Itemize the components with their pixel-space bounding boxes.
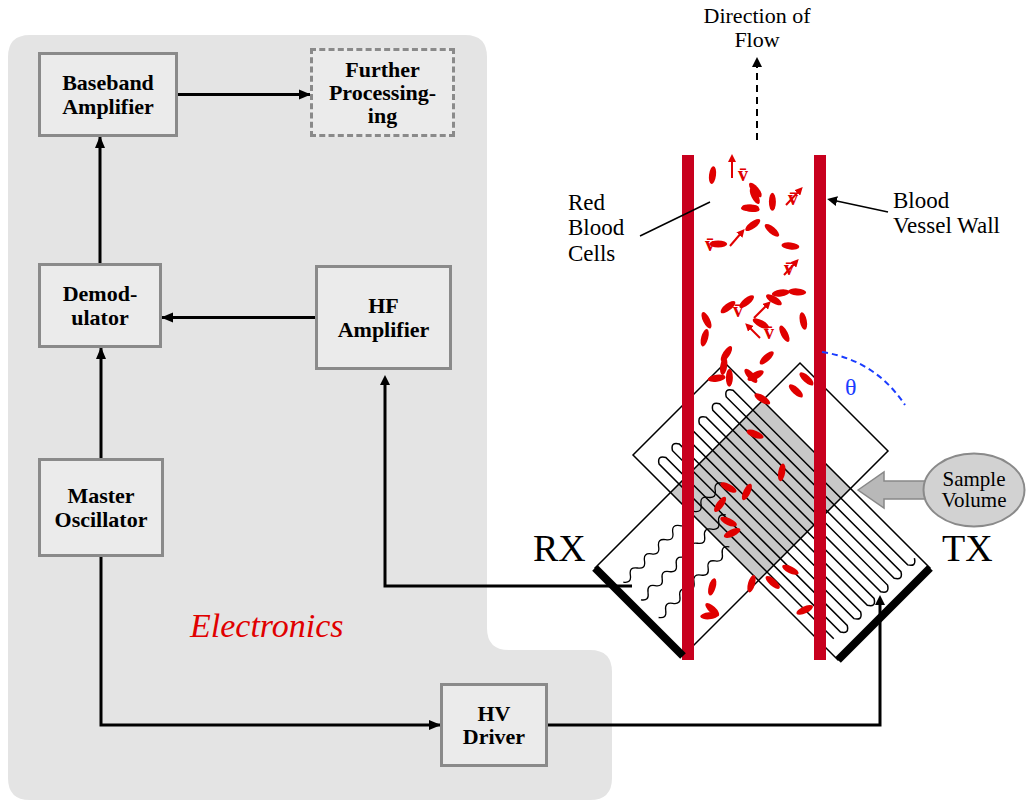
sample-volume-region xyxy=(595,363,888,656)
flow-arrow xyxy=(756,62,758,140)
velocity-label: v̄ xyxy=(733,300,743,320)
tx-beam xyxy=(633,363,930,660)
connector xyxy=(101,557,440,725)
part-label: TX xyxy=(942,528,993,570)
node-text: Further Processing- ing xyxy=(313,58,452,127)
tx-wire xyxy=(548,600,880,725)
vessel-wall xyxy=(682,155,694,660)
leader-line xyxy=(832,200,888,212)
connector xyxy=(178,93,310,96)
sample-volume-ellipse: Sample Volume xyxy=(922,452,1026,528)
node-text: Master Oscillator xyxy=(41,484,161,530)
connector xyxy=(162,316,315,319)
velocity-label: v̄ xyxy=(705,234,715,254)
process-box-dashed: Further Processing- ing xyxy=(310,48,455,137)
velocity-label: v̄ xyxy=(788,188,798,208)
red-blood-cells xyxy=(699,166,816,620)
part-label: Red Blood Cells xyxy=(568,190,650,266)
process-box: HV Driver xyxy=(440,683,548,767)
node-text: Sample Volume xyxy=(933,469,1015,511)
angle-label: θ xyxy=(845,374,857,400)
connector xyxy=(99,137,102,263)
velocity-arrows xyxy=(730,158,800,338)
connector xyxy=(100,348,103,458)
flow-label: Direction of Flow xyxy=(680,4,834,52)
angle-arc xyxy=(822,352,905,405)
node-text: HV Driver xyxy=(443,702,545,748)
process-box: Demod- ulator xyxy=(38,263,162,348)
part-label: Blood Vessel Wall xyxy=(893,188,1003,239)
velocity-label: v̄ xyxy=(738,164,748,184)
part-label: RX xyxy=(533,528,586,570)
rx-transducer xyxy=(595,568,683,656)
process-box: Baseband Amplifier xyxy=(38,52,178,137)
pointer-arrow xyxy=(858,472,928,508)
velocity-label: v̄ xyxy=(784,258,794,278)
leader-line xyxy=(640,202,710,236)
process-box: Master Oscillator xyxy=(38,458,164,557)
vessel-wall xyxy=(814,155,826,660)
node-text: Demod- ulator xyxy=(41,282,159,328)
rx-beam xyxy=(595,363,888,656)
node-text: HF Amplifier xyxy=(318,294,449,340)
rx-wire xyxy=(385,380,632,586)
tx-transducer xyxy=(838,568,930,660)
process-box: HF Amplifier xyxy=(315,265,452,370)
node-text: Baseband Amplifier xyxy=(41,71,175,117)
region-label: Electronics xyxy=(190,607,344,644)
velocity-label: v̄ xyxy=(764,322,774,342)
